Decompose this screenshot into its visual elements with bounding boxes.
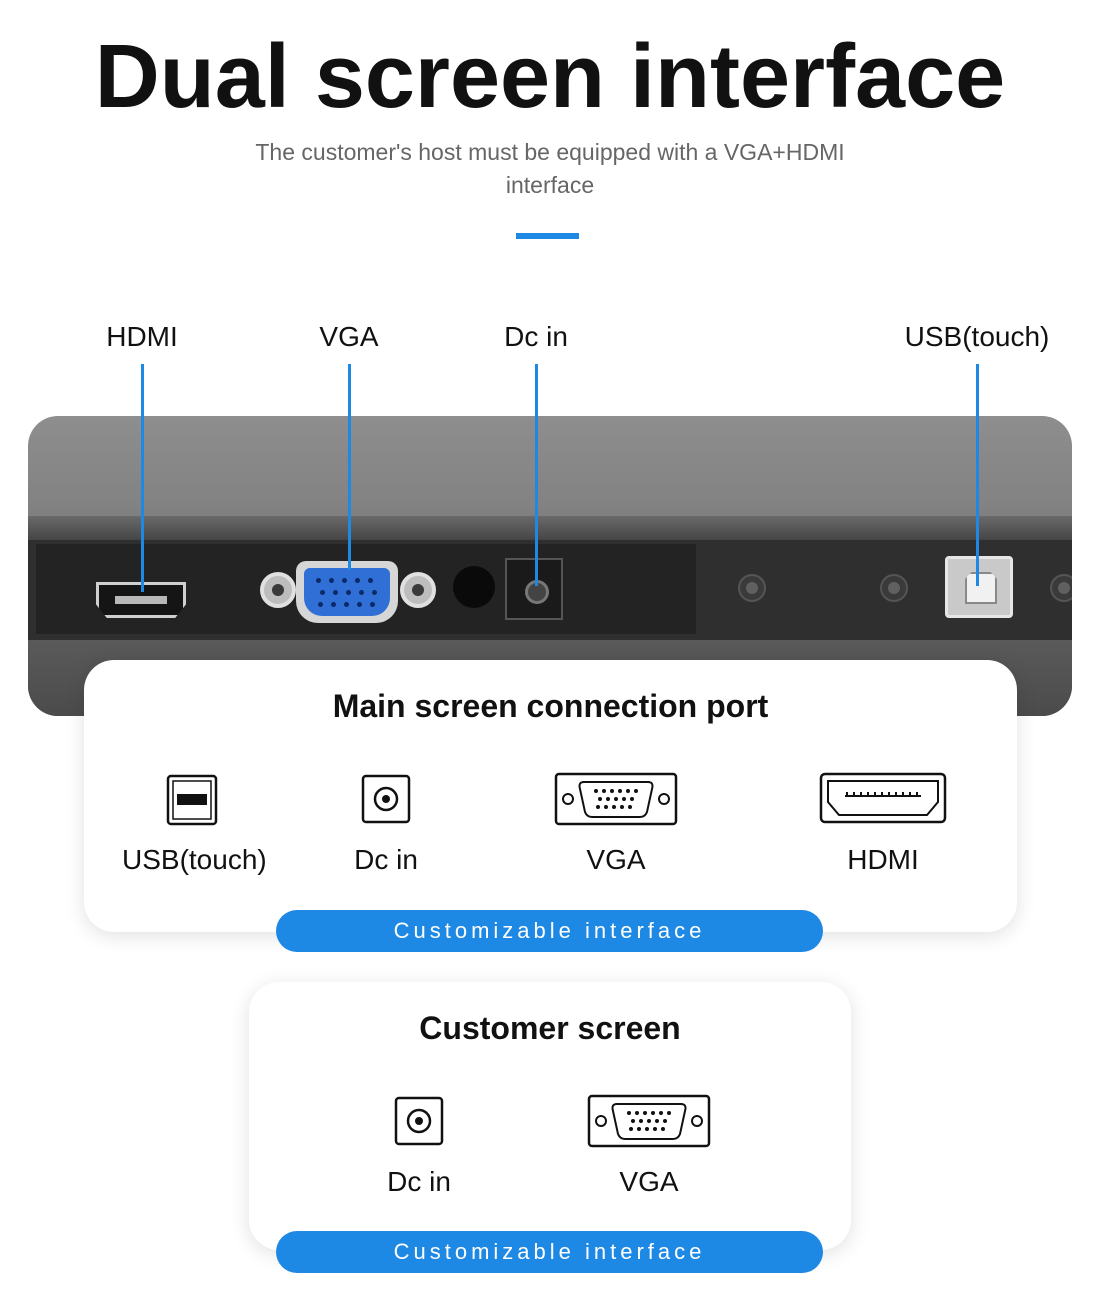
vga-screw-left-icon bbox=[260, 572, 296, 608]
main-item-label: Dc in bbox=[354, 844, 418, 875]
vga-port-icon bbox=[296, 561, 398, 623]
main-customizable-badge: Customizable interface bbox=[276, 910, 823, 952]
customer-item-dc-in: Dc in bbox=[369, 1092, 469, 1202]
usb-b-icon bbox=[166, 774, 218, 826]
main-item-label: USB(touch) bbox=[122, 844, 267, 875]
callout-label-vga: VGA bbox=[319, 321, 379, 352]
main-item-vga: VGA bbox=[552, 770, 680, 880]
main-card-title: Main screen connection port bbox=[332, 688, 769, 724]
vga-port-icon bbox=[587, 1094, 711, 1148]
page-title: Dual screen interface bbox=[94, 27, 1006, 127]
callout-label-usb: USB(touch) bbox=[904, 321, 1050, 352]
screw-icon bbox=[880, 574, 908, 602]
customer-card-title: Customer screen bbox=[419, 1010, 681, 1046]
customer-item-label: VGA bbox=[619, 1166, 679, 1197]
customer-item-vga: VGA bbox=[585, 1092, 713, 1202]
main-item-hdmi: HDMI bbox=[818, 770, 948, 880]
vga-port-icon bbox=[554, 772, 678, 826]
customer-item-label: Dc in bbox=[387, 1166, 451, 1197]
accent-divider bbox=[516, 233, 579, 239]
callout-line-vga bbox=[348, 364, 351, 570]
dc-jack-icon bbox=[361, 774, 411, 824]
customer-customizable-badge: Customizable interface bbox=[276, 1231, 823, 1273]
hdmi-port-icon bbox=[819, 772, 947, 824]
callout-label-hdmi: HDMI bbox=[106, 321, 178, 352]
screw-icon bbox=[738, 574, 766, 602]
dc-jack-icon bbox=[394, 1096, 444, 1146]
screw-icon bbox=[1050, 574, 1072, 602]
callout-label-dc-in: Dc in bbox=[504, 321, 568, 352]
callout-line-hdmi bbox=[141, 364, 144, 592]
callout-line-usb bbox=[976, 364, 979, 586]
usb-b-port-icon bbox=[945, 556, 1013, 618]
page-subtitle: The customer's host must be equipped wit… bbox=[255, 139, 845, 198]
main-screen-card: Main screen connection port USB(touch) D… bbox=[84, 660, 1017, 932]
main-item-dc-in: Dc in bbox=[336, 770, 436, 880]
main-item-label: HDMI bbox=[847, 844, 919, 875]
vga-screw-right-icon bbox=[400, 572, 436, 608]
audio-hole-icon bbox=[453, 566, 495, 608]
main-item-usb: USB(touch) bbox=[122, 770, 267, 880]
dc-jack-icon bbox=[505, 558, 563, 620]
main-item-label: VGA bbox=[586, 844, 646, 875]
customer-screen-card: Customer screen Dc in VGA bbox=[249, 982, 851, 1250]
callout-line-dc-in bbox=[535, 364, 538, 586]
